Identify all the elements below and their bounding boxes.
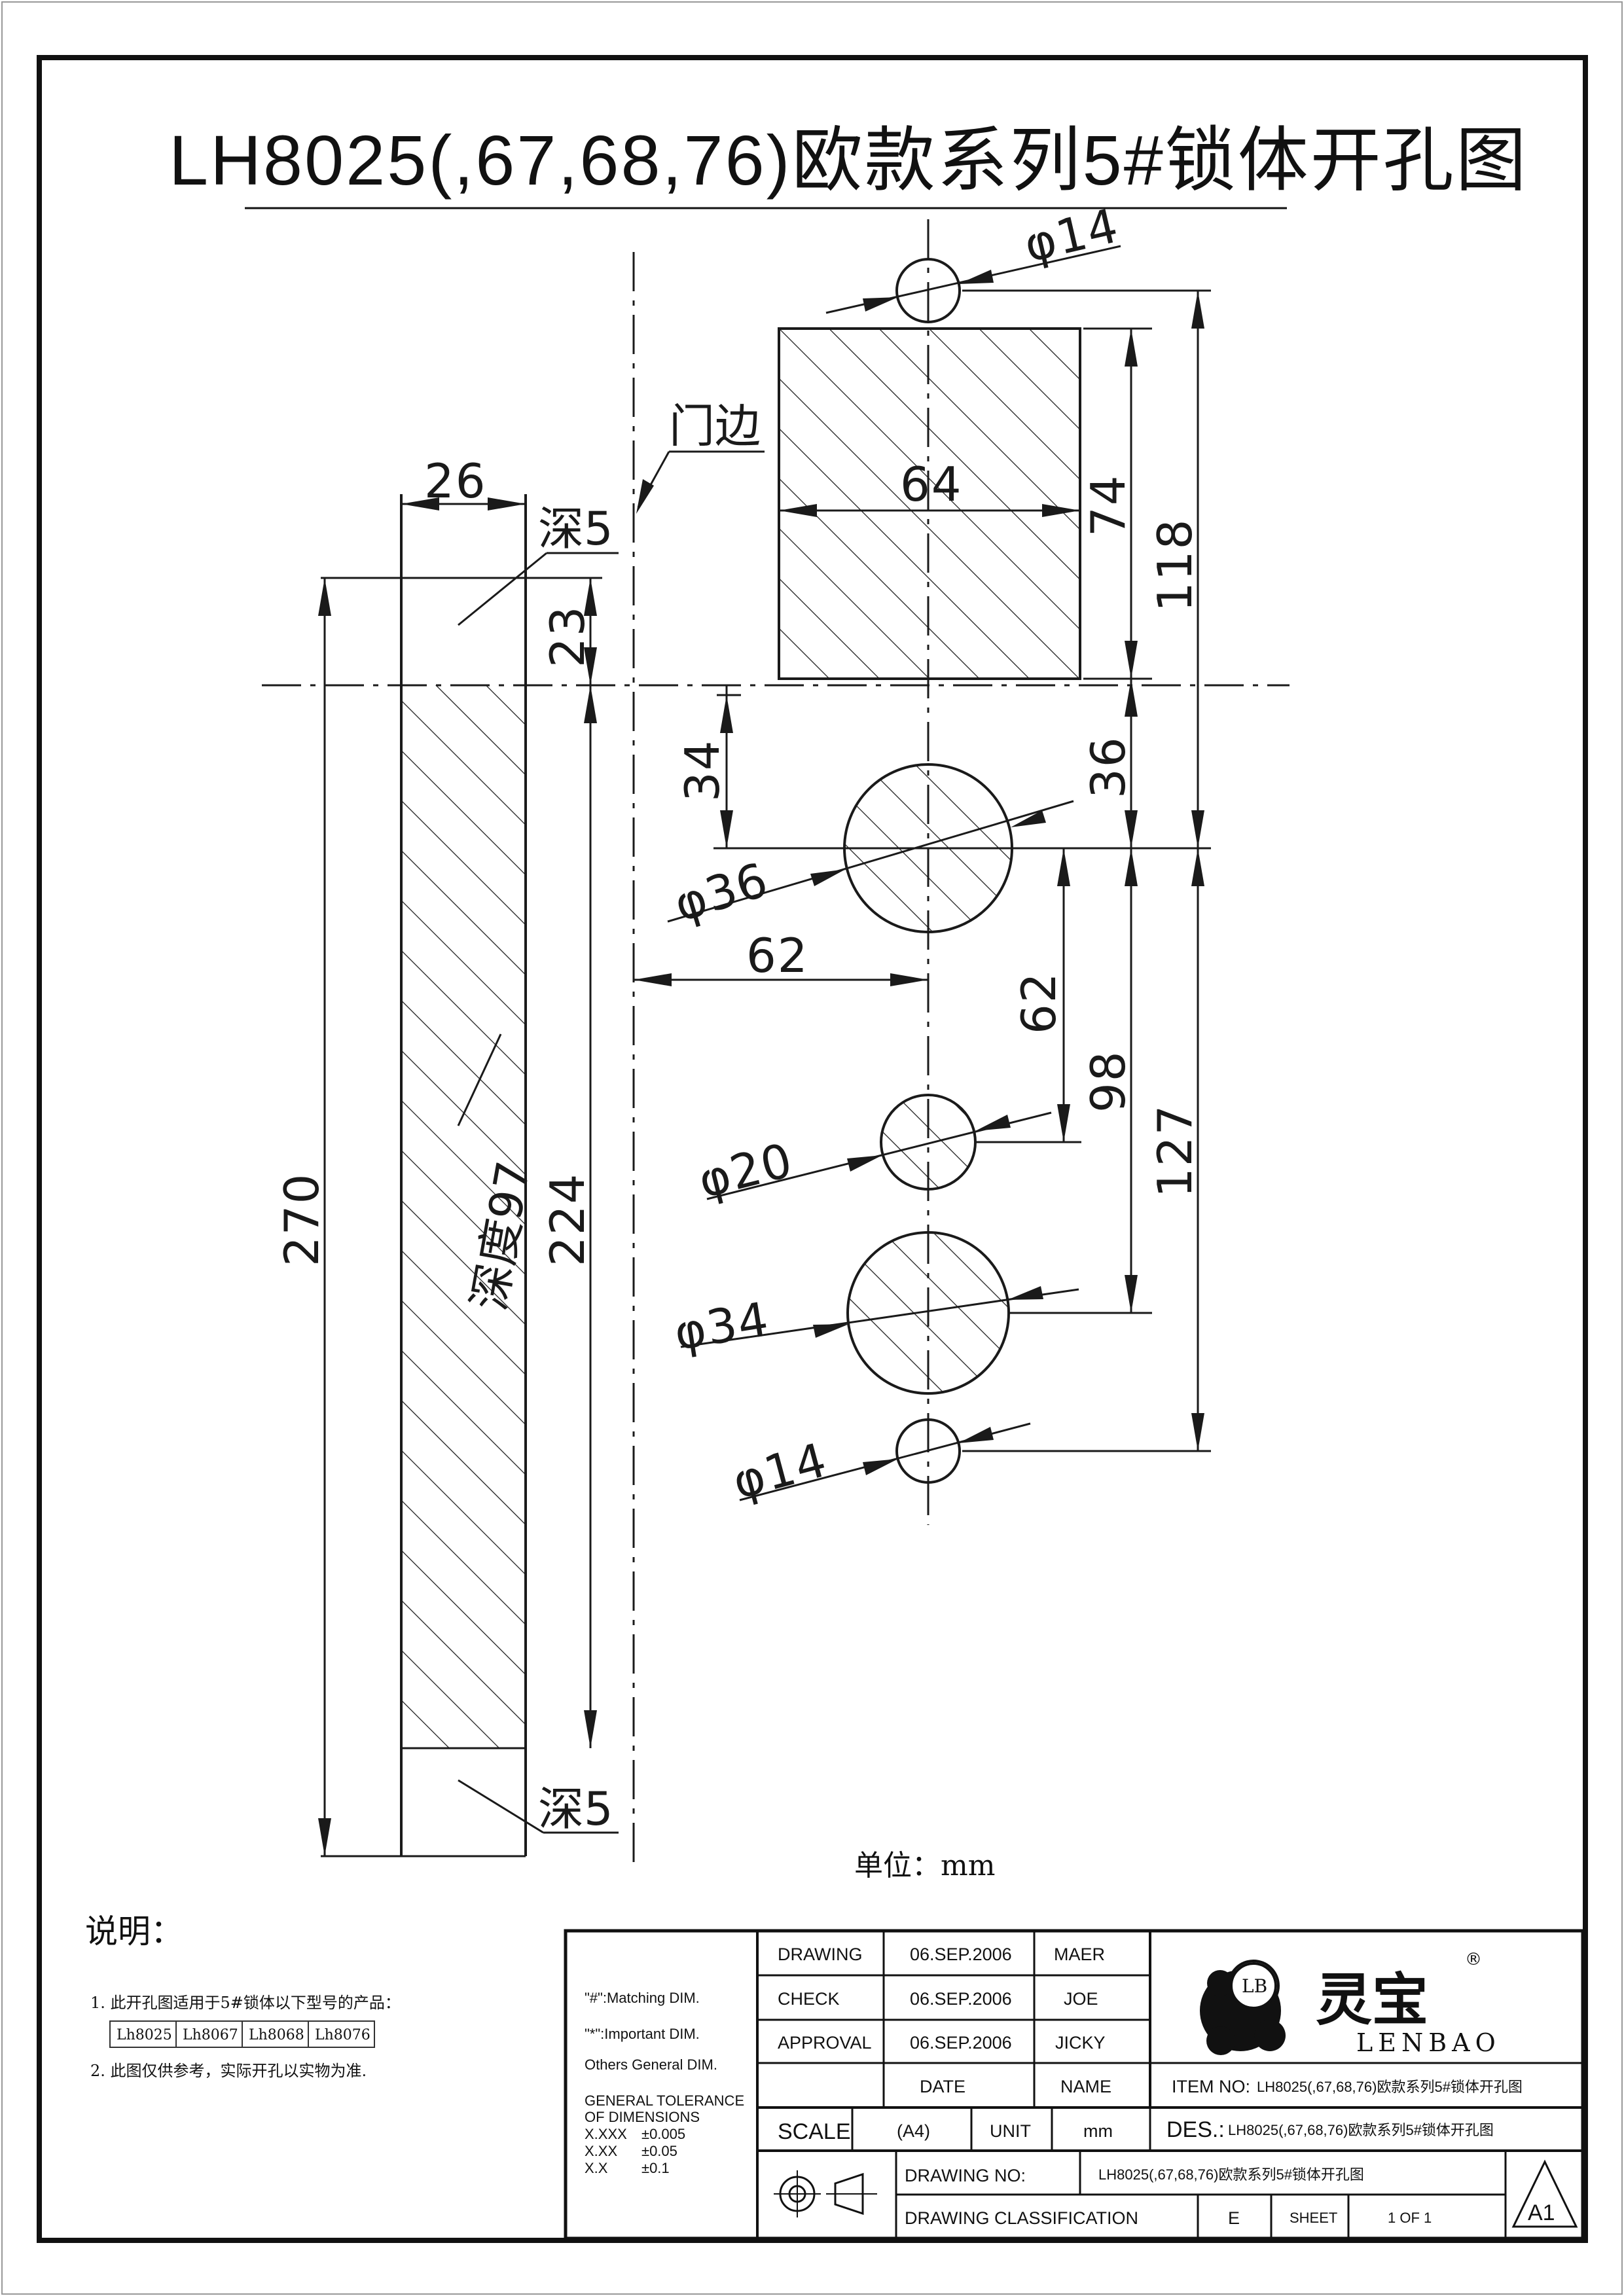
legend-matching: "#":Matching DIM. xyxy=(585,1990,700,2006)
drawing-frame xyxy=(37,55,1588,2243)
tolerance-value: ±0.005 xyxy=(641,2126,685,2142)
label-depth-top: 深5 xyxy=(538,502,613,556)
name-header: NAME xyxy=(1060,2077,1111,2096)
row-date-check: 06.SEP.2006 xyxy=(910,1989,1012,2009)
date-header: DATE xyxy=(920,2077,965,2096)
dim-d20: φ20 xyxy=(693,1132,799,1209)
classification-value: E xyxy=(1228,2208,1240,2228)
diameter-leaders xyxy=(667,245,1121,1501)
unit-label: 单位：mm xyxy=(854,1849,995,1882)
dim-127: 127 xyxy=(1147,1104,1202,1198)
note-2: 2. 此图仅供参考，实际开孔以实物为准. xyxy=(90,2062,367,2080)
logo-mark: LB xyxy=(1242,1975,1267,1997)
row-label-drawing: DRAWING xyxy=(778,1945,863,1964)
dim-98: 98 xyxy=(1081,1050,1136,1113)
notes-heading: 说明： xyxy=(85,1912,183,1950)
row-label-check: CHECK xyxy=(778,1989,840,2009)
dim-d14-bottom: φ14 xyxy=(727,1432,833,1510)
depth-leaders xyxy=(457,552,619,1834)
legend-important: "*":Important DIM. xyxy=(585,2026,700,2042)
dim-26: 26 xyxy=(424,454,487,509)
dim-64: 64 xyxy=(900,457,963,512)
hole-d14-top xyxy=(895,258,961,323)
drawing-title: LH8025(,67,68,76)欧款系列5#锁体开孔图 xyxy=(169,120,1528,200)
tolerance-key: X.X xyxy=(585,2160,608,2176)
model-item: Lh8068 xyxy=(249,2027,304,2043)
item-no-value: LH8025(,67,68,76)欧款系列5#锁体开孔图 xyxy=(1257,2079,1523,2095)
dim-270: 270 xyxy=(274,1173,329,1266)
legend-others: Others General DIM. xyxy=(585,2056,717,2073)
scale-value: (A4) xyxy=(897,2121,930,2141)
unit-value: mm xyxy=(1083,2121,1113,2141)
unit-header: UNIT xyxy=(990,2121,1031,2141)
door-edge-leader xyxy=(636,450,765,514)
row-name-check: JOE xyxy=(1064,1989,1098,2009)
tolerance-title: OF DIMENSIONS xyxy=(585,2109,700,2125)
note-1: 1. 此开孔图适用于5#锁体以下型号的产品： xyxy=(90,1994,401,2012)
projection-symbol-icon xyxy=(774,2170,877,2217)
tolerance-value: ±0.1 xyxy=(641,2160,670,2176)
sheet-label: SHEET xyxy=(1290,2210,1337,2226)
tolerance-key: X.XX xyxy=(585,2143,617,2159)
row-label-approval: APPROVAL xyxy=(778,2033,872,2053)
dim-d34: φ34 xyxy=(671,1291,773,1361)
faceplate-outline xyxy=(400,494,527,1857)
model-list: Lh8025 Lh8067 Lh8068 Lh8076 xyxy=(109,2020,375,2048)
cylinder-cutout xyxy=(778,327,1081,680)
extension-lines xyxy=(321,289,1211,1857)
dim-62-horizontal: 62 xyxy=(746,928,809,983)
tolerance-key: X.XXX xyxy=(585,2126,627,2142)
dim-23: 23 xyxy=(540,605,595,668)
lenbao-logo-icon: LB xyxy=(1200,1960,1286,2055)
dim-118: 118 xyxy=(1147,518,1202,612)
row-name-drawing: MAER xyxy=(1054,1945,1105,1964)
size-mark: A1 xyxy=(1528,2200,1555,2225)
des-value: LH8025(,67,68,76)欧款系列5#锁体开孔图 xyxy=(1228,2122,1494,2138)
label-depth-bottom: 深5 xyxy=(538,1782,613,1836)
item-no-label: ITEM NO: xyxy=(1172,2077,1250,2096)
tolerance-title: GENERAL TOLERANCE xyxy=(585,2092,744,2109)
row-date-approval: 06.SEP.2006 xyxy=(910,2033,1012,2053)
des-label: DES.: xyxy=(1166,2117,1225,2142)
faceplate-cutout xyxy=(401,685,526,1748)
brand-english: LENBAO xyxy=(1356,2028,1501,2057)
row-date-drawing: 06.SEP.2006 xyxy=(910,1945,1012,1964)
dim-34: 34 xyxy=(675,739,730,802)
row-name-approval: JICKY xyxy=(1055,2033,1106,2053)
scale-label: SCALE xyxy=(778,2119,851,2144)
arrowheads xyxy=(318,291,1204,1856)
dim-d36: φ36 xyxy=(668,852,774,932)
label-door-edge: 门边 xyxy=(669,399,761,453)
drawing-no-label: DRAWING NO: xyxy=(905,2166,1026,2185)
dim-36: 36 xyxy=(1081,736,1136,798)
tolerance-value: ±0.05 xyxy=(641,2143,677,2159)
model-item: Lh8076 xyxy=(315,2027,370,2043)
sheet-value: 1 OF 1 xyxy=(1388,2210,1432,2226)
dim-224: 224 xyxy=(540,1173,595,1266)
model-item: Lh8067 xyxy=(183,2027,238,2043)
registered-mark: ® xyxy=(1465,1950,1482,1969)
brand-chinese: 灵宝 xyxy=(1316,1967,1428,2033)
title-block xyxy=(564,1929,1585,2240)
dim-74: 74 xyxy=(1081,474,1136,537)
classification-label: DRAWING CLASSIFICATION xyxy=(905,2208,1138,2228)
drawing-no-value: LH8025(,67,68,76)欧款系列5#锁体开孔图 xyxy=(1098,2166,1364,2183)
dim-62-vertical: 62 xyxy=(1011,971,1066,1034)
model-item: Lh8025 xyxy=(117,2027,172,2043)
size-triangle-icon xyxy=(1511,2159,1578,2228)
